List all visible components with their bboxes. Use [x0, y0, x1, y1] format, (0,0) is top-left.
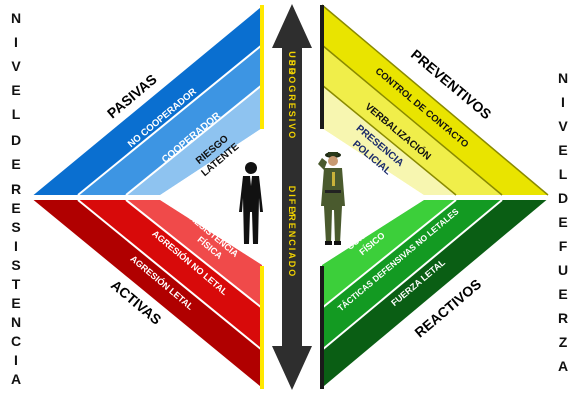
right-word-2: DE: [555, 190, 571, 238]
red-yellow-edge: [260, 266, 264, 389]
arrow-word-uso: USO: [287, 51, 297, 77]
nivel-de-resistencia-label: NIVEL DE RESISTENCIA: [6, 10, 26, 390]
arrow-word-y: Y: [287, 210, 297, 218]
right-word-1: NIVEL: [555, 70, 571, 190]
center-double-arrow: USO PROGRESIVO Y DIFERENCIADO: [272, 4, 312, 390]
right-word-3: FUERZA: [555, 238, 571, 382]
nivel-de-fuerza-label: NIVEL DE FUERZA: [553, 70, 573, 382]
red-core: [160, 200, 262, 265]
activas-quadrant: [31, 199, 264, 390]
yellow-dark-edge: [320, 5, 324, 129]
double-arrow-shape: [272, 4, 312, 390]
arrow-word-diferenciado: DIFERENCIADO: [287, 186, 297, 279]
left-word-2: DE: [8, 131, 24, 180]
left-word-3: RESISTENCIA: [8, 181, 24, 390]
left-word-1: NIVEL: [8, 10, 24, 130]
yellow-core: [322, 128, 424, 195]
arrow-word-progresivo: PROGRESIVO: [287, 60, 297, 141]
blue-yellow-edge: [260, 5, 264, 129]
green-core: [322, 200, 424, 265]
blue-core: [160, 128, 262, 195]
police-officer-saluting-icon: [318, 152, 345, 245]
businessman-silhouette-icon: [239, 162, 263, 244]
green-dark-edge: [320, 266, 324, 389]
reactivos-quadrant: [320, 199, 549, 390]
preventivos-quadrant: [320, 4, 549, 196]
pasivas-quadrant: [31, 4, 264, 196]
